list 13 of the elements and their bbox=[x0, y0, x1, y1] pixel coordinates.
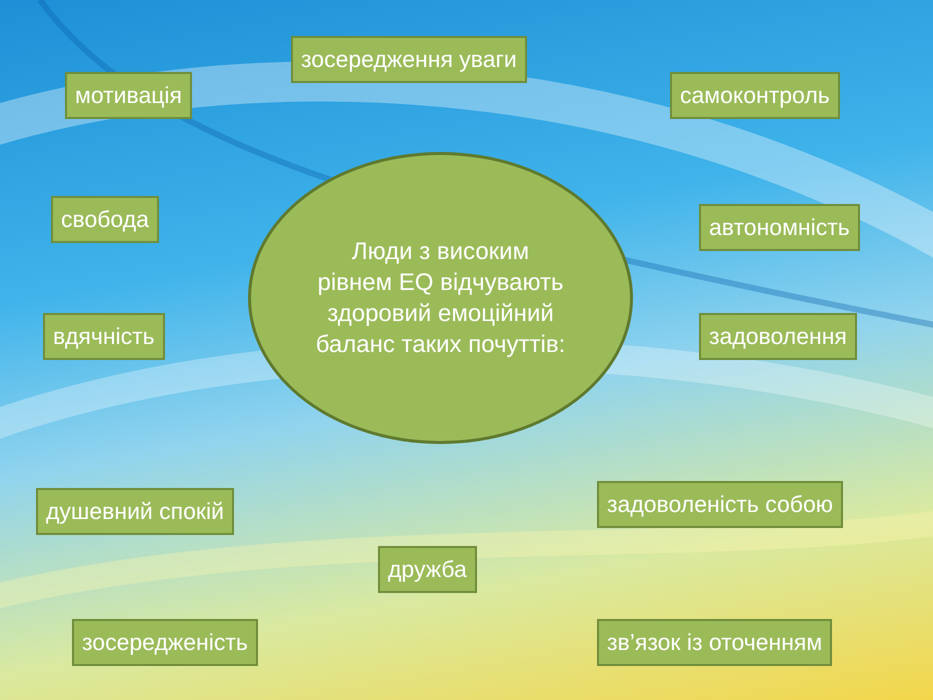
feeling-box: свобода bbox=[51, 196, 159, 243]
feeling-box: душевний спокій bbox=[36, 488, 234, 535]
feeling-box: вдячність bbox=[43, 313, 165, 360]
central-text: Люди з високим рівнем EQ відчувають здоровий емоційний баланс таких почуттів: bbox=[315, 236, 566, 360]
feeling-box: зв’язок із оточенням bbox=[597, 619, 832, 666]
feeling-box: зосередження уваги bbox=[291, 36, 527, 83]
feeling-box: задоволення bbox=[699, 313, 857, 360]
feeling-box: мотивація bbox=[65, 72, 192, 119]
feeling-box: дружба bbox=[378, 546, 477, 593]
feeling-box: задоволеність собою bbox=[597, 481, 843, 528]
feeling-box: автономність bbox=[699, 204, 860, 251]
feeling-box: зосередженість bbox=[72, 619, 258, 666]
feeling-box: самоконтроль bbox=[670, 72, 840, 119]
